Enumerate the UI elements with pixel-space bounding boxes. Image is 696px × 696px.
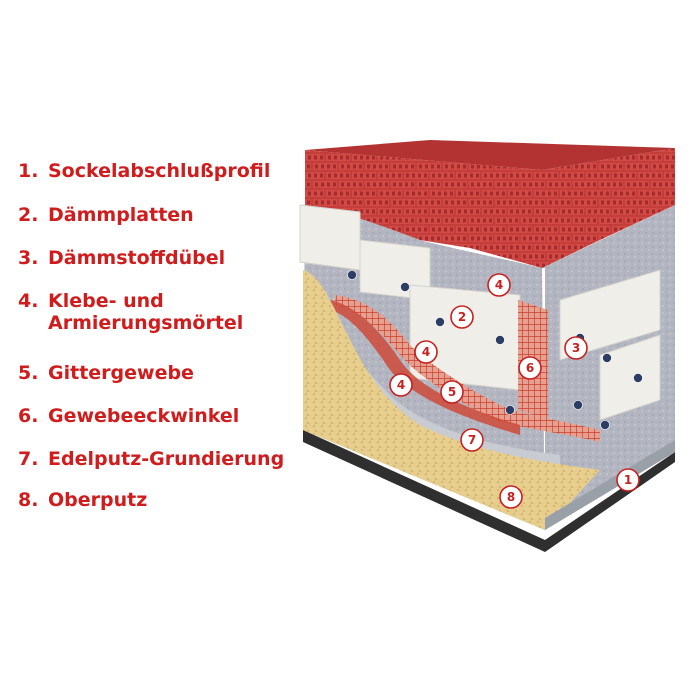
dowel-icon — [633, 373, 643, 383]
legend-label: Dämmstoffdübel — [48, 247, 226, 269]
dowel-icon — [347, 270, 357, 280]
base-profile — [545, 440, 675, 530]
callout-2: 2 — [450, 305, 474, 329]
legend-label-line2: Armierungsmörtel — [48, 312, 244, 334]
legend-item-7: 7. Edelputz-Grundierung — [18, 448, 284, 470]
dowel-icon — [400, 282, 410, 292]
svg-text:5: 5 — [448, 385, 456, 399]
svg-text:4: 4 — [397, 378, 405, 392]
brick-top-edge — [305, 140, 675, 170]
legend-label: Klebe- und — [48, 290, 164, 312]
legend-item-6: 6. Gewebeeckwinkel — [18, 405, 239, 427]
svg-text:6: 6 — [526, 361, 534, 375]
callout-5: 5 — [440, 380, 464, 404]
legend-item-4: 4. Klebe- und Armierungsmörtel — [18, 290, 243, 334]
svg-text:1: 1 — [624, 473, 632, 487]
svg-text:8: 8 — [507, 490, 515, 504]
dowel-icon — [573, 400, 583, 410]
mesh-band — [330, 300, 520, 435]
dowel-icon — [495, 335, 505, 345]
legend-number: 8. — [18, 489, 39, 511]
legend-number: 7. — [18, 448, 39, 470]
dowel-icon — [505, 405, 515, 415]
legend-item-8: 8. Oberputz — [18, 489, 147, 511]
legend-number: 3. — [18, 247, 39, 269]
callout-4-top: 4 — [487, 273, 511, 297]
callout-3: 3 — [564, 336, 588, 360]
dowel-icon — [600, 420, 610, 430]
legend-item-2: 2. Dämmplatten — [18, 204, 194, 226]
svg-text:4: 4 — [495, 278, 503, 292]
wall-cross-section-diagram: 4 2 4 6 3 4 5 7 1 8 — [299, 140, 675, 552]
legend-label: Sockelabschlußprofil — [48, 160, 271, 182]
brick-left-face — [305, 150, 542, 268]
svg-text:3: 3 — [572, 341, 580, 355]
dowel-icon — [435, 317, 445, 327]
svg-text:7: 7 — [468, 433, 476, 447]
brick-right-face — [542, 148, 675, 268]
legend-number: 5. — [18, 362, 39, 384]
base-plinth — [303, 430, 675, 552]
legend-label: Gittergewebe — [48, 362, 194, 384]
dowel-icon — [602, 353, 612, 363]
callout-8: 8 — [499, 485, 523, 509]
callout-6: 6 — [518, 356, 542, 380]
mesh-band — [335, 295, 600, 442]
legend-label: Dämmplatten — [48, 204, 194, 226]
legend-item-3: 3. Dämmstoffdübel — [18, 247, 225, 269]
legend-number: 2. — [18, 204, 39, 226]
legend-item-5: 5. Gittergewebe — [18, 362, 194, 384]
callout-4-middle: 4 — [414, 340, 438, 364]
svg-text:2: 2 — [458, 310, 466, 324]
legend-item-1: 1. Sockelabschlußprofil — [18, 160, 270, 182]
legend-label: Gewebeeckwinkel — [48, 405, 240, 427]
legend-number: 4. — [18, 290, 39, 312]
callout-7: 7 — [460, 428, 484, 452]
legend-number: 1. — [18, 160, 39, 182]
insulation-board — [299, 204, 361, 271]
legend-label: Oberputz — [48, 489, 148, 511]
legend-label: Edelputz-Grundierung — [48, 448, 285, 470]
insulation-board — [559, 269, 661, 361]
callout-1: 1 — [616, 468, 640, 492]
legend-number: 6. — [18, 405, 39, 427]
callout-4-bottom: 4 — [389, 373, 413, 397]
insulation-board — [599, 334, 661, 421]
svg-text:4: 4 — [422, 345, 430, 359]
finish-plaster — [303, 270, 600, 530]
